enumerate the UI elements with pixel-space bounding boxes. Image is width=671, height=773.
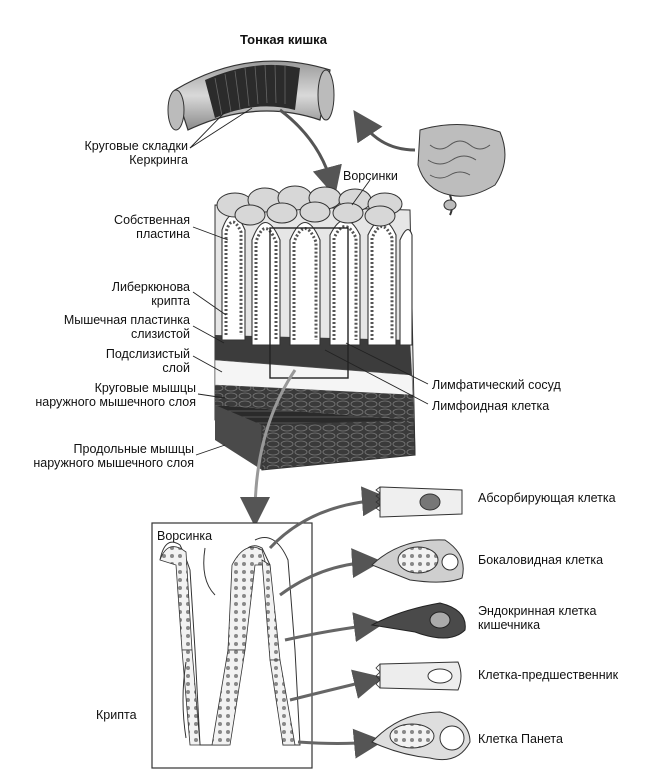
label-crypt-inset: Крипта bbox=[96, 708, 137, 722]
progenitor-cell-illustration bbox=[375, 661, 462, 691]
cell-arrows bbox=[268, 486, 392, 759]
label-progenitor-cell: Клетка-предшественник bbox=[478, 668, 619, 682]
label-villi: Ворсинки bbox=[343, 169, 398, 183]
inset-arrow bbox=[240, 369, 297, 527]
villus-crypt-inset bbox=[151, 522, 313, 769]
label-lymphoid-cell: Лимфоидная клетка bbox=[432, 399, 550, 413]
intestine-tube-illustration bbox=[167, 60, 335, 131]
paneth-cell-illustration bbox=[371, 711, 471, 761]
diagram-title: Тонкая кишка bbox=[240, 32, 327, 47]
label-lymph-vessel: Лимфатический сосуд bbox=[432, 378, 561, 392]
absorptive-cell-illustration bbox=[375, 486, 463, 518]
goblet-cell-illustration bbox=[371, 539, 464, 583]
label-paneth-cell: Клетка Панета bbox=[478, 732, 563, 746]
label-villus-inset: Ворсинка bbox=[157, 529, 213, 543]
label-absorptive-cell: Абсорбирующая клетка bbox=[478, 491, 616, 505]
overview-arrow bbox=[353, 110, 416, 152]
intestine-overview-illustration bbox=[417, 124, 506, 216]
label-goblet-cell: Бокаловидная клетка bbox=[478, 553, 604, 567]
zoom-frame bbox=[269, 227, 349, 379]
endocrine-cell-illustration bbox=[370, 602, 466, 639]
zoom-arrow bbox=[279, 108, 342, 197]
intestinal-wall-block bbox=[214, 185, 416, 471]
label-pointers bbox=[189, 107, 429, 456]
